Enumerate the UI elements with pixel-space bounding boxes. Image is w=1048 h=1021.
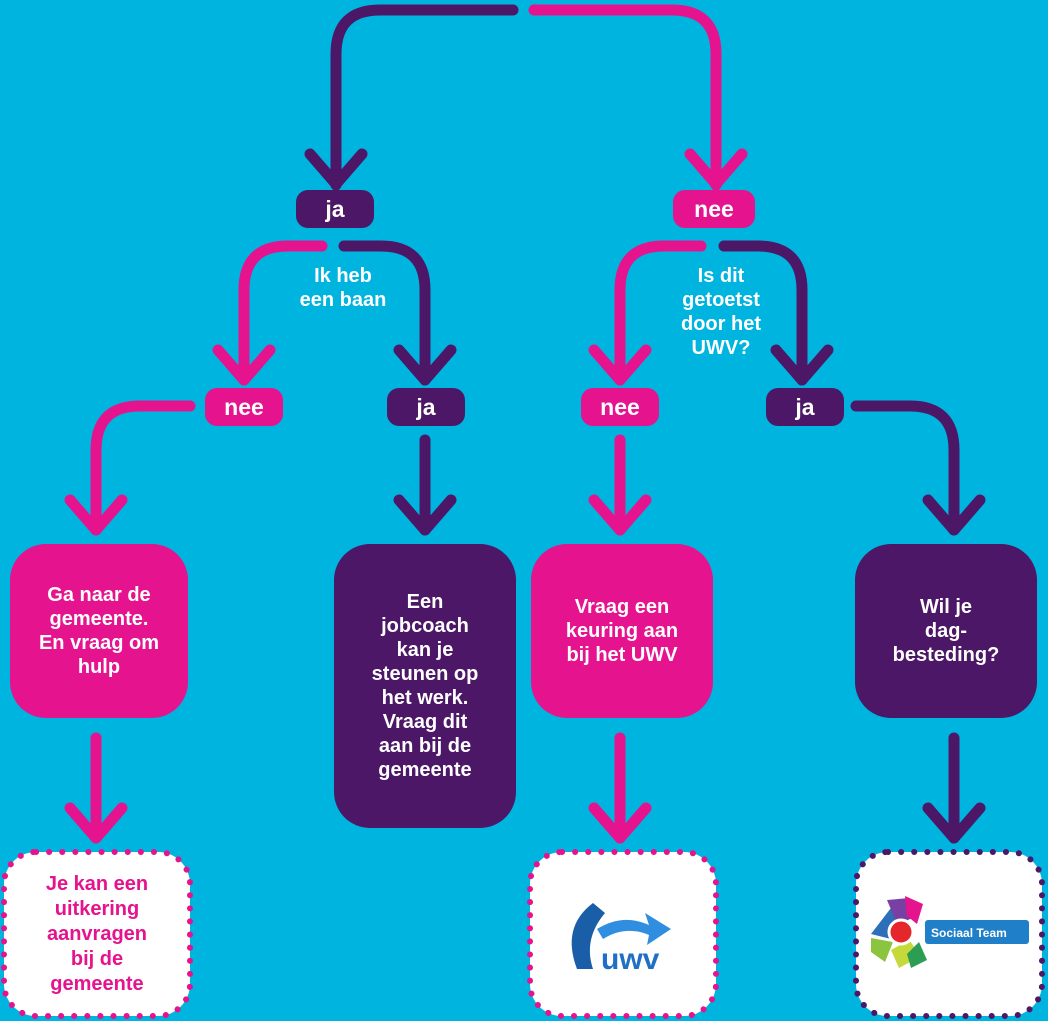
- left-yes-arrowhead: [393, 344, 457, 386]
- left-yes-to-box-arrowhead: [393, 494, 457, 536]
- endpoint-benefit-text: Je kan een uitkering aanvragen bij de ge…: [45, 872, 149, 995]
- sociaal-team-logo: Sociaal Team: [871, 896, 1029, 968]
- uwv-logo: uwv: [571, 903, 671, 976]
- right-no-to-box-arrowhead: [588, 494, 652, 536]
- question-tested-by-uwv: Is dit getoetst door het UWV?: [681, 265, 761, 359]
- right-no-connector: [614, 240, 707, 386]
- uwv-logo-text: uwv: [601, 943, 660, 976]
- top-left-arrowhead: [304, 148, 368, 190]
- outcome-jobcoach: Een jobcoach kan je steunen op het werk.…: [334, 544, 516, 828]
- answer-nee-top: nee: [673, 190, 755, 228]
- sociaal-team-arrowhead: [922, 802, 986, 844]
- left-no-arrowhead: [212, 344, 276, 386]
- right-no-arrowhead: [588, 344, 652, 386]
- outcome-go-to-municipality: Ga naar de gemeente. En vraag om hulp: [10, 544, 188, 718]
- right-yes-to-box-arrowhead: [922, 494, 986, 536]
- top-right-connector: [528, 4, 722, 191]
- endpoint-benefit: Je kan een uitkering aanvragen bij de ge…: [4, 852, 190, 1016]
- left-no-to-box-connector: [90, 400, 196, 536]
- answer-ja-uwv: ja: [766, 388, 844, 426]
- answer-ja-top: ja: [296, 190, 374, 228]
- endpoint-sociaal-team: Sociaal Team: [856, 852, 1042, 1016]
- endpoint-uwv: uwv: [530, 852, 716, 1016]
- outcome-day-activities: Wil je dag- besteding?: [855, 544, 1037, 718]
- right-yes-connector: [718, 240, 808, 386]
- left-no-connector: [238, 240, 328, 386]
- uwv-arrowhead: [588, 802, 652, 844]
- right-yes-arrowhead: [770, 344, 834, 386]
- answer-ja-job: ja: [387, 388, 465, 426]
- sociaal-team-logo-text: Sociaal Team: [931, 926, 1007, 940]
- answer-nee-job: nee: [205, 388, 283, 426]
- right-yes-to-box-connector: [850, 400, 960, 536]
- outcome-request-assessment: Vraag een keuring aan bij het UWV: [531, 544, 713, 718]
- left-no-to-box-arrowhead: [64, 494, 128, 536]
- answer-nee-uwv: nee: [581, 388, 659, 426]
- benefit-arrowhead: [64, 802, 128, 844]
- question-have-job: Ik heb een baan: [299, 265, 387, 311]
- top-left-connector: [330, 4, 519, 191]
- top-right-arrowhead: [684, 148, 748, 190]
- left-yes-connector: [338, 240, 431, 386]
